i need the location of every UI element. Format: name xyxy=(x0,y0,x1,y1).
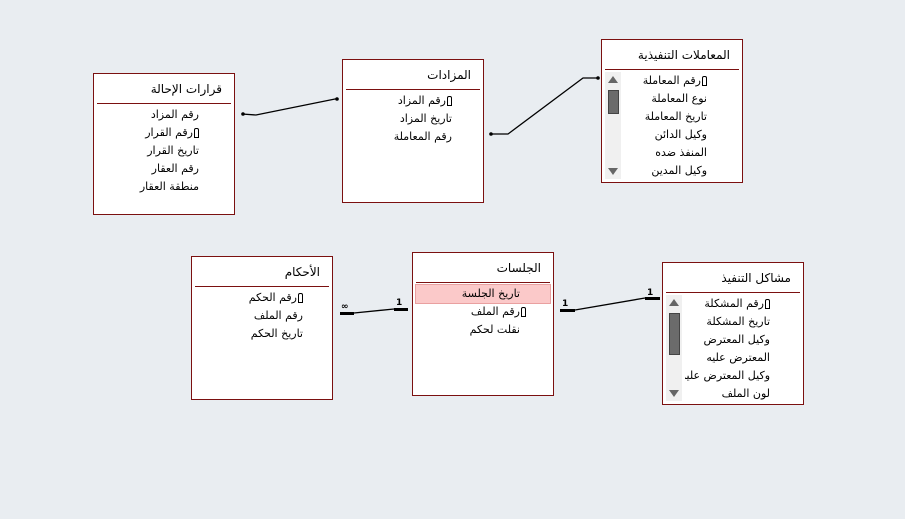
table-judgments[interactable]: الأحكام رقم الحكم رقم الملف تاريخ الحكم xyxy=(191,256,333,400)
field[interactable]: وكيل المعترض عليه xyxy=(685,369,770,382)
scroll-thumb[interactable] xyxy=(669,313,680,355)
relation-line xyxy=(491,77,598,135)
field[interactable]: رقم المعاملة xyxy=(624,72,707,90)
field[interactable]: رقم الحكم xyxy=(195,289,303,307)
field[interactable]: رقم الملف xyxy=(416,303,550,321)
field[interactable]: تاريخ الحكم xyxy=(250,327,303,340)
scrollbar[interactable] xyxy=(605,72,621,179)
field[interactable]: رقم الملف xyxy=(253,309,303,322)
field-selected[interactable]: تاريخ الجلسة xyxy=(415,284,551,304)
key-icon xyxy=(702,76,707,86)
key-icon xyxy=(765,299,770,309)
field[interactable]: تاريخ المعاملة xyxy=(644,110,707,123)
scroll-thumb[interactable] xyxy=(608,90,619,114)
table-title[interactable]: المزادات xyxy=(427,68,471,82)
relation-line xyxy=(353,308,395,314)
one-label: 1 xyxy=(562,299,568,309)
field[interactable]: تاريخ المزاد xyxy=(399,112,452,125)
field[interactable]: رقم العقار xyxy=(151,162,199,175)
table-title[interactable]: قرارات الإحالة xyxy=(150,82,222,96)
field[interactable]: وكيل المدين xyxy=(651,164,707,177)
field[interactable]: وكيل المعترض xyxy=(703,333,770,346)
scroll-down-icon[interactable] xyxy=(608,168,618,175)
field[interactable]: تاريخ المشكلة xyxy=(706,315,770,328)
scrollbar[interactable] xyxy=(666,295,682,401)
table-auctions[interactable]: المزادات رقم المزاد تاريخ المزاد رقم الم… xyxy=(342,59,484,203)
one-label: 1 xyxy=(396,298,402,308)
field[interactable]: رقم المزاد xyxy=(150,108,199,121)
relation-line xyxy=(574,297,646,311)
field[interactable]: المنفذ ضده xyxy=(655,146,707,159)
key-icon xyxy=(298,293,303,303)
field[interactable]: رقم المشكلة xyxy=(685,295,770,313)
key-icon xyxy=(447,96,452,106)
field[interactable]: نقلت لحكم xyxy=(469,323,520,336)
field[interactable]: منطقة العقار xyxy=(139,180,199,193)
field[interactable]: وكيل الدائن xyxy=(654,128,707,141)
table-execution-problems[interactable]: مشاكل التنفيذ رقم المشكلة تاريخ المشكلة … xyxy=(662,262,804,405)
field[interactable]: نوع المعاملة xyxy=(651,92,707,105)
scroll-up-icon[interactable] xyxy=(669,299,679,306)
field[interactable]: رقم المزاد xyxy=(346,92,452,110)
relation-line xyxy=(241,98,338,116)
table-executive-transactions[interactable]: المعاملات التنفيذية رقم المعاملة نوع الم… xyxy=(601,39,743,183)
many-label: ∞ xyxy=(341,302,349,312)
table-title[interactable]: الأحكام xyxy=(284,265,320,279)
field[interactable]: رقم المعاملة xyxy=(393,130,452,143)
table-title[interactable]: مشاكل التنفيذ xyxy=(721,271,791,285)
scroll-up-icon[interactable] xyxy=(608,76,618,83)
key-icon xyxy=(521,307,526,317)
table-title[interactable]: المعاملات التنفيذية xyxy=(637,48,730,62)
field[interactable]: رقم القرار xyxy=(97,124,199,142)
field[interactable]: لون الملف xyxy=(721,387,770,400)
table-title[interactable]: الجلسات xyxy=(496,261,541,275)
table-referral-decisions[interactable]: قرارات الإحالة رقم المزاد رقم القرار تار… xyxy=(93,73,235,215)
one-label: 1 xyxy=(647,288,653,298)
field[interactable]: تاريخ القرار xyxy=(147,144,199,157)
table-sessions[interactable]: الجلسات تاريخ الجلسة رقم الملف نقلت لحكم xyxy=(412,252,554,396)
key-icon xyxy=(194,128,199,138)
field[interactable]: المعترض عليه xyxy=(706,351,770,364)
scroll-down-icon[interactable] xyxy=(669,390,679,397)
